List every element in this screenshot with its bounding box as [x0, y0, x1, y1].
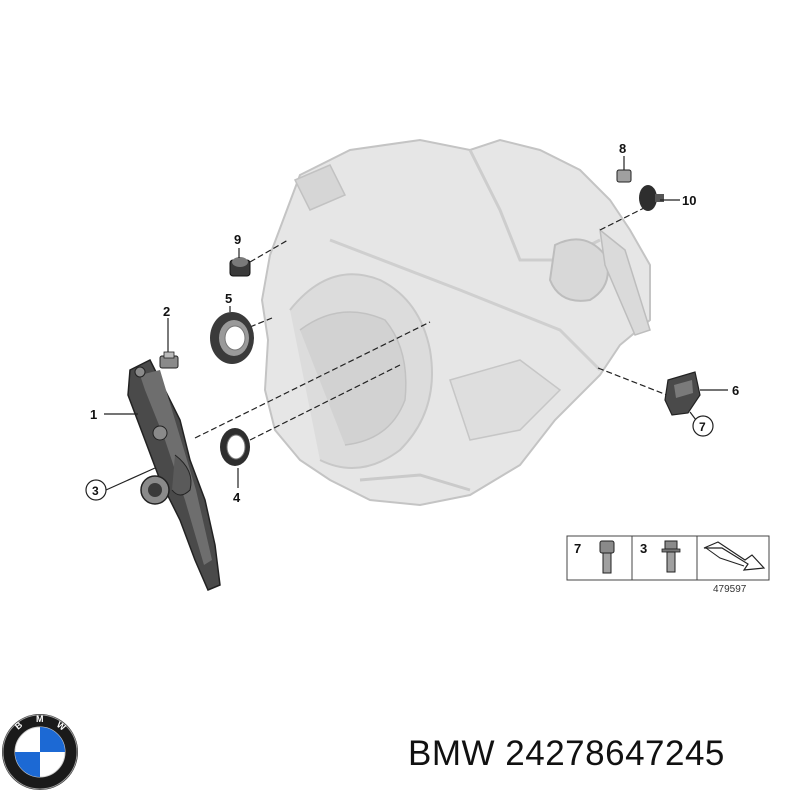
illustration-reference-number: 479597 [713, 584, 747, 595]
callout-1: 1 [90, 407, 97, 422]
arrow-box-icon [703, 541, 766, 571]
socket-screw-icon [599, 540, 615, 574]
flange-bolt-icon [661, 540, 681, 573]
legend-item-3: 3 [640, 541, 647, 556]
svg-text:M: M [36, 714, 44, 724]
legend-item-7: 7 [574, 541, 581, 556]
callout-9: 9 [234, 232, 241, 247]
shaft-seal-part [210, 312, 254, 364]
callout-4: 4 [233, 490, 241, 505]
callout-2: 2 [163, 304, 170, 319]
bmw-logo: B M W [2, 714, 78, 790]
callout-7: 7 [699, 420, 706, 434]
fastener-legend: 7 3 [566, 535, 770, 581]
breather-part [639, 185, 664, 211]
plug-part [229, 257, 251, 277]
dashed-leader-lines [194, 204, 673, 441]
callout-3: 3 [92, 484, 99, 498]
callout-10: 10 [682, 193, 696, 208]
callout-3-circle [85, 479, 107, 501]
callout-7-circle [692, 415, 714, 437]
part-caption: BMW 24278647245 [408, 734, 725, 774]
transmission-housing [260, 138, 651, 507]
seal-ring-part [220, 428, 250, 466]
cap-part [616, 169, 632, 183]
brand-name: BMW [408, 734, 496, 773]
part-number: 24278647245 [505, 734, 725, 773]
callout-leaders [104, 156, 728, 491]
callout-6: 6 [732, 383, 739, 398]
callout-5: 5 [225, 291, 232, 306]
svg-text:B: B [13, 719, 25, 731]
callout-8: 8 [619, 141, 626, 156]
bracket-part [664, 371, 701, 416]
release-fork-part [127, 358, 221, 591]
pivot-pin-part [159, 351, 179, 369]
